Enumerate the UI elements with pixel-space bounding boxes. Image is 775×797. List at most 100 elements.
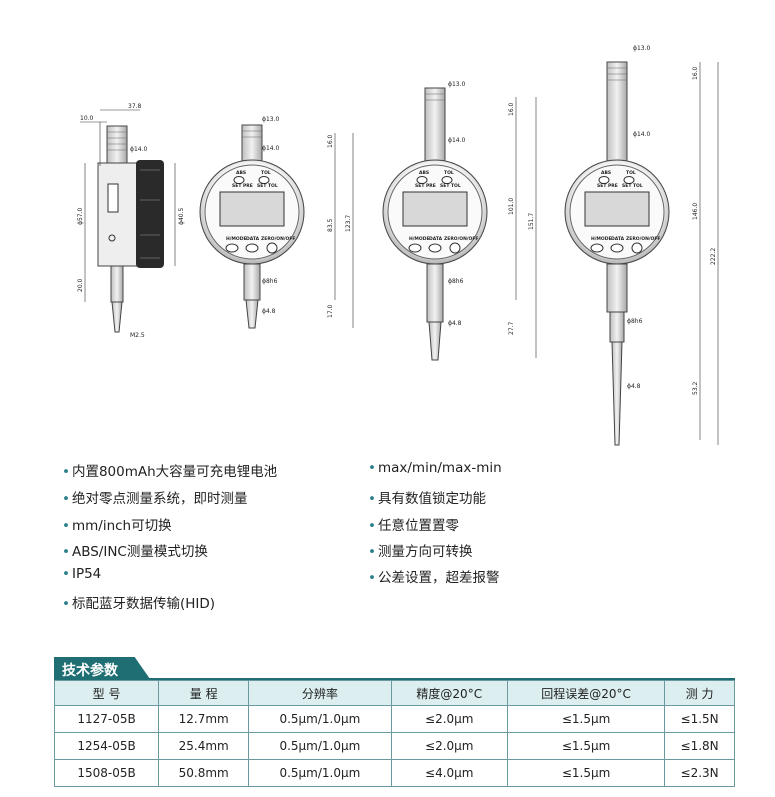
spec-table: 型 号 量 程 分辨率 精度@20°C 回程误差@20°C 测 力 1127-0… [53, 680, 735, 787]
side-stem-dim: ϕ14.0 [130, 146, 148, 153]
feature-item: •测量方向可转换 [368, 544, 473, 560]
svg-text:ϕ4.8: ϕ4.8 [262, 308, 276, 315]
svg-text:ZERO/ON/OFF: ZERO/ON/OFF [261, 236, 295, 242]
cell-range: 25.4mm [158, 732, 250, 760]
cell-resolution: 0.5μm/1.0μm [248, 732, 392, 760]
svg-text:DATA: DATA [429, 236, 443, 242]
svg-text:SET TOL: SET TOL [622, 183, 643, 189]
col-header-accuracy: 精度@20°C [390, 680, 509, 706]
side-body-dim: ϕ57.0 [77, 208, 84, 226]
svg-text:SET TOL: SET TOL [257, 183, 278, 189]
cell-model: 1254-05B [53, 732, 160, 760]
svg-text:H/MODE: H/MODE [226, 236, 247, 242]
cell-range: 50.8mm [158, 759, 250, 787]
side-width-dim: 37.8 [128, 103, 142, 110]
title-tab-shape [54, 657, 150, 679]
gauge-b: ABS TOL SET PRE SET TOL H/MODE DATA ZERO… [382, 81, 537, 361]
svg-text:16.0: 16.0 [508, 102, 515, 116]
svg-text:TOL: TOL [626, 170, 636, 176]
svg-text:ϕ8h6: ϕ8h6 [627, 318, 643, 325]
feature-item: •内置800mAh大容量可充电锂电池 [62, 464, 278, 480]
side-view: 37.8 10.0 ϕ14.0 ϕ57.0 ϕ40.5 20.0 M2.5 [77, 103, 185, 339]
svg-text:TOL: TOL [444, 170, 454, 176]
svg-text:17.0: 17.0 [327, 304, 334, 318]
section-divider [54, 678, 735, 680]
svg-text:TOL: TOL [261, 170, 271, 176]
svg-text:53.2: 53.2 [692, 381, 699, 395]
cell-force: ≤1.5N [664, 705, 735, 733]
technical-drawing: 37.8 10.0 ϕ14.0 ϕ57.0 ϕ40.5 20.0 M2.5 AB… [77, 45, 719, 446]
cell-resolution: 0.5μm/1.0μm [248, 759, 392, 787]
svg-text:27.7: 27.7 [508, 321, 515, 335]
side-depth-dim: ϕ40.5 [178, 208, 185, 226]
feature-item: •具有数值锁定功能 [368, 491, 486, 507]
cell-model: 1508-05B [53, 759, 160, 787]
feature-item: •公差设置，超差报警 [368, 570, 500, 586]
svg-text:16.0: 16.0 [692, 66, 699, 80]
svg-text:ABS: ABS [236, 170, 246, 176]
side-thread-dim: M2.5 [130, 332, 145, 339]
svg-text:SET PRE: SET PRE [415, 183, 436, 189]
svg-text:SET PRE: SET PRE [232, 183, 253, 189]
svg-text:ϕ14.0: ϕ14.0 [262, 145, 280, 152]
svg-text:SET TOL: SET TOL [440, 183, 461, 189]
cell-range: 12.7mm [158, 705, 250, 733]
table-header-row: 型 号 量 程 分辨率 精度@20°C 回程误差@20°C 测 力 [53, 680, 735, 706]
feature-item: •标配蓝牙数据传输(HID) [62, 596, 216, 612]
svg-text:ZERO/ON/OFF: ZERO/ON/OFF [444, 236, 478, 242]
svg-text:ϕ8h6: ϕ8h6 [448, 278, 464, 285]
cell-hysteresis: ≤1.5μm [506, 705, 666, 733]
table-row: 1508-05B 50.8mm 0.5μm/1.0μm ≤4.0μm ≤1.5μ… [53, 759, 735, 787]
spec-title-text: 技术参数 [62, 663, 118, 679]
col-header-range: 量 程 [158, 680, 250, 706]
col-header-hysteresis: 回程误差@20°C [506, 680, 666, 706]
svg-text:DATA: DATA [611, 236, 625, 242]
cell-hysteresis: ≤1.5μm [506, 759, 666, 787]
svg-text:16.0: 16.0 [327, 134, 334, 148]
gauge-a: ABS TOL SET PRE SET TOL H/MODE DATA ZERO… [199, 116, 354, 329]
feature-item: •任意位置置零 [368, 518, 459, 534]
feature-item: •max/min/max-min [368, 460, 502, 476]
svg-text:ϕ4.8: ϕ4.8 [448, 320, 462, 327]
svg-text:DATA: DATA [246, 236, 260, 242]
svg-text:101.0: 101.0 [508, 198, 515, 215]
svg-text:ϕ13.0: ϕ13.0 [633, 45, 651, 52]
feature-item: •绝对零点测量系统，即时测量 [62, 491, 248, 507]
svg-text:123.7: 123.7 [345, 215, 352, 232]
cell-accuracy: ≤2.0μm [390, 705, 509, 733]
svg-text:ϕ4.8: ϕ4.8 [627, 383, 641, 390]
svg-text:ϕ14.0: ϕ14.0 [633, 131, 651, 138]
col-header-resolution: 分辨率 [248, 680, 392, 706]
svg-text:ϕ13.0: ϕ13.0 [448, 81, 466, 88]
svg-text:H/MODE: H/MODE [591, 236, 612, 242]
svg-text:ϕ13.0: ϕ13.0 [262, 116, 280, 123]
svg-text:ϕ14.0: ϕ14.0 [448, 137, 466, 144]
svg-text:ϕ8h6: ϕ8h6 [262, 278, 278, 285]
cell-accuracy: ≤2.0μm [390, 732, 509, 760]
feature-item: •mm/inch可切换 [62, 518, 172, 534]
svg-text:146.0: 146.0 [692, 203, 699, 220]
spec-section-title: 技术参数 [54, 657, 154, 679]
cell-resolution: 0.5μm/1.0μm [248, 705, 392, 733]
svg-text:ZERO/ON/OFF: ZERO/ON/OFF [626, 236, 660, 242]
table-row: 1127-05B 12.7mm 0.5μm/1.0μm ≤2.0μm ≤1.5μ… [53, 705, 735, 733]
table-row: 1254-05B 25.4mm 0.5μm/1.0μm ≤2.0μm ≤1.5μ… [53, 732, 735, 760]
cell-force: ≤1.8N [664, 732, 735, 760]
gauge-c: ABS TOL SET PRE SET TOL H/MODE DATA ZERO… [564, 45, 719, 446]
feature-item: •IP54 [62, 566, 102, 582]
svg-text:ABS: ABS [601, 170, 611, 176]
svg-text:H/MODE: H/MODE [409, 236, 430, 242]
svg-text:SET PRE: SET PRE [597, 183, 618, 189]
cell-hysteresis: ≤1.5μm [506, 732, 666, 760]
svg-text:222.2: 222.2 [710, 248, 717, 265]
cell-model: 1127-05B [53, 705, 160, 733]
svg-text:151.7: 151.7 [528, 213, 535, 230]
col-header-force: 测 力 [664, 680, 735, 706]
col-header-model: 型 号 [53, 680, 160, 706]
feature-item: •ABS/INC测量模式切换 [62, 544, 208, 560]
svg-text:ABS: ABS [419, 170, 429, 176]
cell-accuracy: ≤4.0μm [390, 759, 509, 787]
side-top-dim: 10.0 [80, 115, 94, 122]
svg-text:83.5: 83.5 [327, 218, 334, 232]
side-spindle-dim: 20.0 [77, 278, 84, 292]
